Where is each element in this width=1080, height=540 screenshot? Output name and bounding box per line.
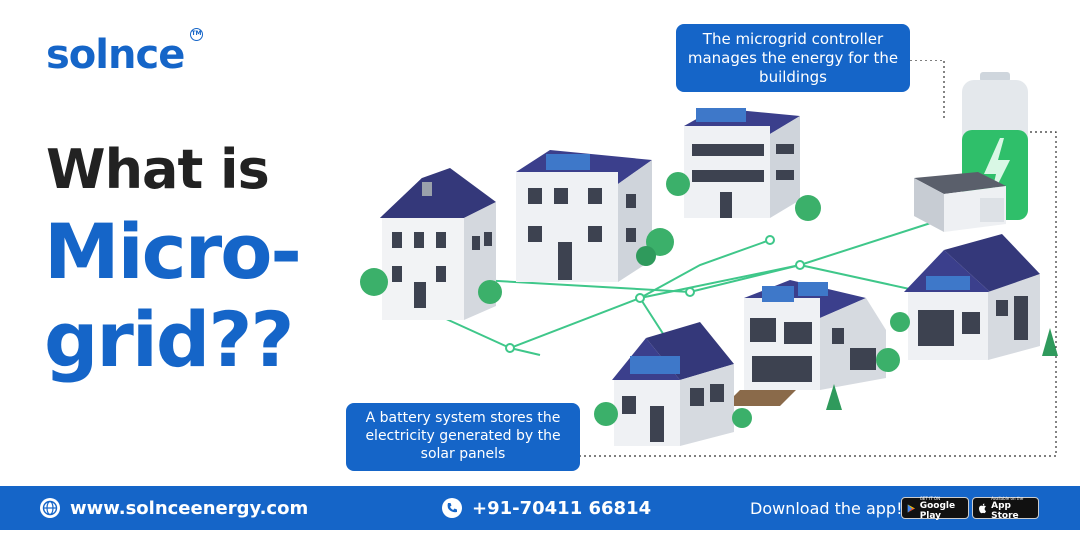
apple-icon xyxy=(978,502,987,513)
microgrid-illustration xyxy=(360,60,1058,457)
globe-icon xyxy=(40,498,60,518)
phone-icon xyxy=(442,498,462,518)
headline-line-1: What is xyxy=(46,138,270,201)
headline-line-3: grid?? xyxy=(44,295,295,384)
phone-link[interactable]: +91-70411 66814 xyxy=(442,486,651,530)
download-label: Download the app! xyxy=(750,498,903,518)
house-center-modern xyxy=(724,280,900,410)
callout-microgrid-controller: The microgrid controller manages the ene… xyxy=(676,24,910,92)
headline-line-2: Micro- xyxy=(44,207,302,296)
google-play-icon xyxy=(907,504,915,512)
google-play-small-text: GET IT ON xyxy=(919,495,941,501)
grid-nodes xyxy=(475,235,805,353)
google-play-text: Google Play xyxy=(919,500,956,521)
house-left xyxy=(360,168,502,320)
footer-bar: www.solnceenergy.com +91-70411 66814 Dow… xyxy=(0,486,1080,530)
brand-logo: solnce xyxy=(46,32,185,78)
bottom-strip xyxy=(0,530,1080,540)
phone-text: +91-70411 66814 xyxy=(472,497,652,519)
callout-battery-system: A battery system stores the electricity … xyxy=(346,403,580,471)
microgrid-controller xyxy=(914,172,1006,232)
house-bottom xyxy=(594,322,752,446)
lightning-icon xyxy=(984,138,1010,200)
house-top-right xyxy=(666,108,821,221)
website-text: www.solnceenergy.com xyxy=(70,497,309,519)
house-right xyxy=(890,234,1058,360)
google-play-badge[interactable]: GET IT ON Google Play xyxy=(901,495,969,521)
app-store-badge[interactable]: Available on the App Store xyxy=(972,495,1039,521)
house-center-top xyxy=(516,150,674,282)
app-store-small-text: Available on the xyxy=(991,495,1024,501)
app-store-text: App Store xyxy=(991,500,1019,521)
trademark-symbol: TM xyxy=(190,28,203,41)
website-link[interactable]: www.solnceenergy.com xyxy=(40,486,308,530)
